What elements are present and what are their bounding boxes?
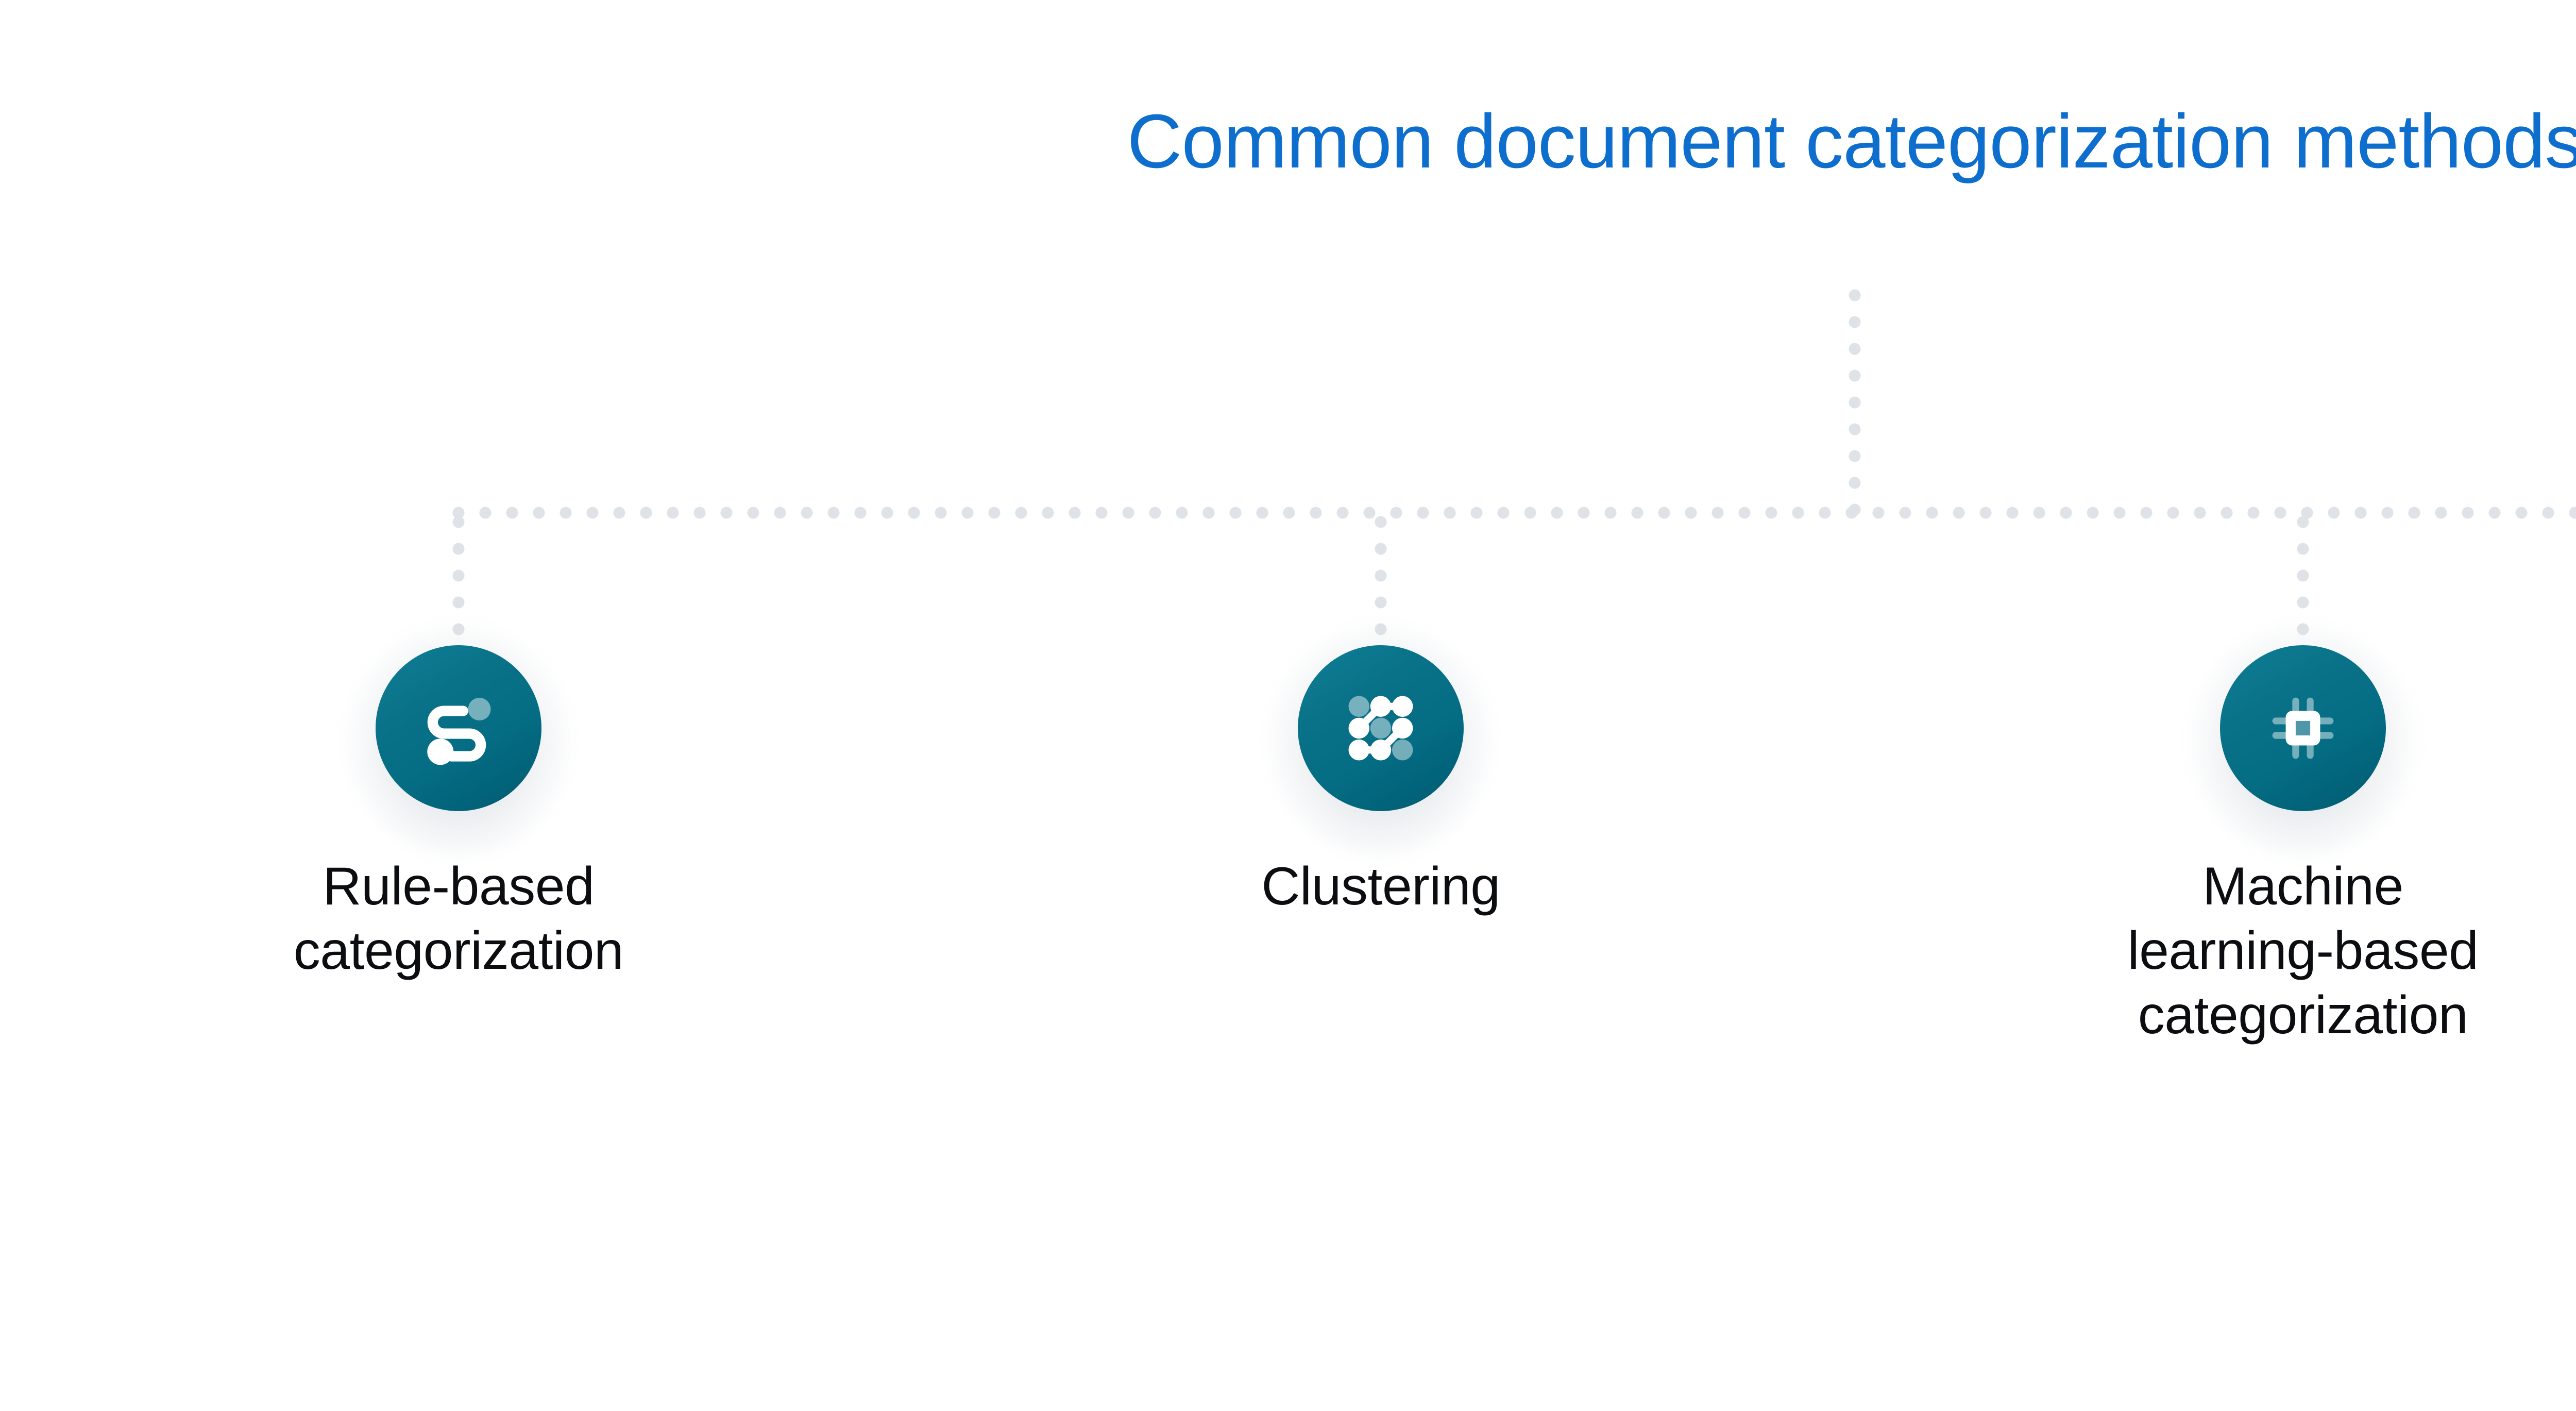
route-path-icon [413,683,504,774]
node-label-1-line2: categorization [293,920,624,981]
cluster-network-icon [1335,683,1426,774]
connector-trunk-vertical [1848,289,1861,515]
bubble-wrap-2 [1268,624,1494,856]
node-clustering[interactable]: Clustering [1216,624,1546,919]
node-label-3-line1: Machine learning-based [2127,856,2479,981]
bubble-wrap-1 [346,624,571,856]
node-label-1-line1: Rule-based [323,856,595,916]
connector-branch-1 [452,515,465,647]
icon-bubble-3[interactable] [2220,645,2386,811]
connector-branch-3 [2296,515,2310,647]
node-label-2-line1: Clustering [1261,856,1500,916]
node-machine-learning[interactable]: Machine learning-based categorization [2127,624,2479,1047]
node-label-2: Clustering [1185,854,1577,919]
node-label-3-line2: categorization [2138,985,2468,1045]
bubble-wrap-3 [2190,624,2416,856]
node-label-3: Machine learning-based categorization [2107,854,2499,1047]
connector-branch-2 [1374,515,1387,647]
cpu-chip-icon [2258,683,2348,774]
page-title: Common document categorization methods [1127,99,2576,184]
node-label-1: Rule-based categorization [263,854,654,983]
node-rule-based[interactable]: Rule-based categorization [294,624,624,983]
connector-horizontal-rail [452,506,2576,519]
icon-bubble-1[interactable] [376,645,541,811]
icon-bubble-2[interactable] [1298,645,1464,811]
